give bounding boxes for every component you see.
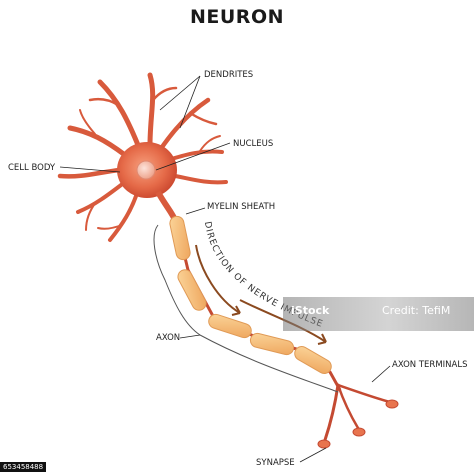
- label-axon-terminals: AXON TERMINALS: [392, 360, 468, 370]
- leader-lines: [59, 75, 391, 463]
- label-dendrites: DENDRITES: [204, 70, 254, 80]
- label-nucleus: NUCLEUS: [233, 139, 274, 149]
- watermark-credit: Credit: TefiM: [382, 304, 451, 317]
- dendrites: [57, 72, 228, 242]
- axon-terminals: [323, 383, 392, 442]
- nucleus: [136, 160, 156, 180]
- synapse-bulbs: [317, 399, 399, 449]
- axon-bracket: [153, 224, 339, 393]
- label-cell-body: CELL BODY: [8, 163, 56, 173]
- watermark-mark: iStock: [291, 304, 330, 317]
- label-synapse: SYNAPSE: [256, 458, 295, 468]
- diagram-title: NEURON: [190, 6, 284, 28]
- myelin-sheath: [169, 215, 332, 374]
- watermark-banner: iStock Credit: TefiM: [283, 297, 474, 331]
- label-myelin-sheath: MYELIN SHEATH: [207, 202, 276, 212]
- label-axon: AXON: [156, 333, 181, 343]
- stock-id: 653458488: [0, 462, 47, 472]
